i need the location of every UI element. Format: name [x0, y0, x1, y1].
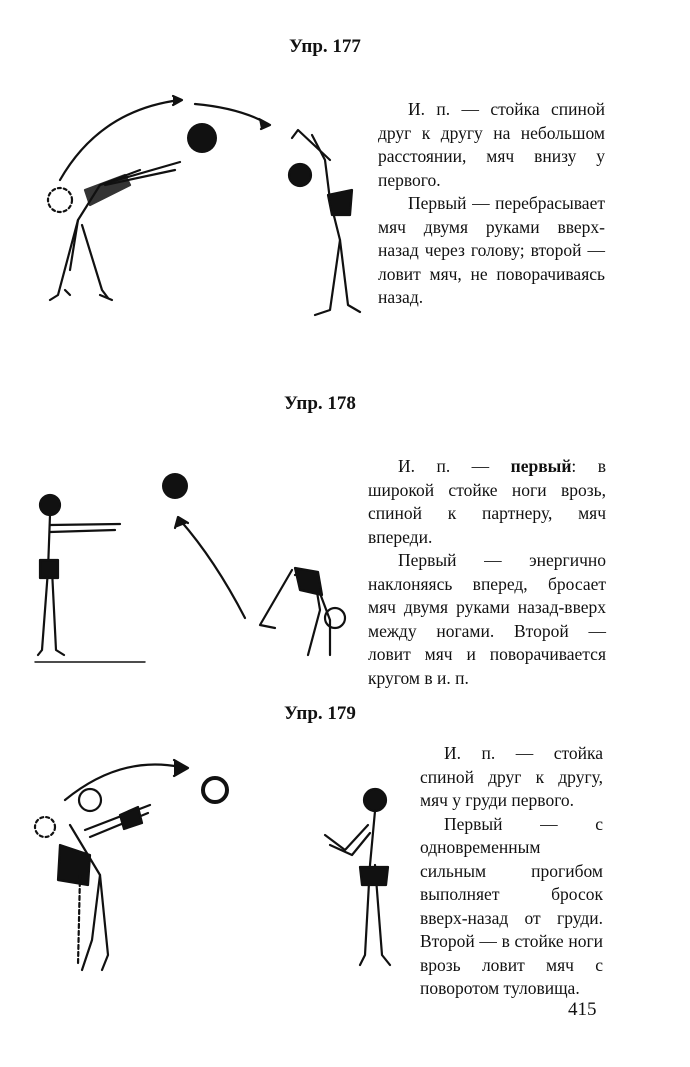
exercise-179-title: Упр. 179	[284, 703, 356, 724]
ball-icon	[187, 123, 217, 153]
exercise-178-paragraph-1: И. п. — первый: в широкой стойке ноги вр…	[368, 455, 606, 549]
exercise-178-paragraph-2: Первый — энергично наклоняясь вперед, бр…	[368, 550, 606, 688]
exercise-178-title: Упр. 178	[284, 393, 356, 414]
exercise-178-bold-first: первый	[510, 456, 572, 476]
figure-177	[46, 94, 362, 317]
ball-icon	[201, 776, 229, 804]
exercise-178-text: И. п. — первый: в широкой стойке ноги вр…	[368, 455, 606, 690]
exercise-179-paragraph-2: Первый — с одновременным сильным прогибо…	[420, 813, 603, 999]
figure-178	[34, 473, 347, 663]
ball-icon	[162, 473, 188, 499]
exercise-177-title: Упр. 177	[289, 36, 361, 57]
exercise-178-rest: : в широкой стойке ноги врозь, спиной к …	[368, 456, 606, 547]
exercise-178-lead: И. п. —	[398, 456, 511, 476]
exercise-177-text: И. п. — стойка спиной друг к другу на не…	[378, 98, 605, 310]
exercise-179-paragraph-1: И. п. — стойка спиной друг к другу, мяч …	[420, 743, 603, 810]
exercise-177-paragraph-2: Первый — перебрасывает мяч двумя руками …	[378, 193, 605, 307]
exercise-177-paragraph-1: И. п. — стойка спиной друг к другу на не…	[378, 99, 605, 190]
exercise-179-text: И. п. — стойка спиной друг к другу, мяч …	[420, 742, 603, 1001]
figure-179	[33, 758, 392, 972]
page-number: 415	[568, 999, 597, 1020]
